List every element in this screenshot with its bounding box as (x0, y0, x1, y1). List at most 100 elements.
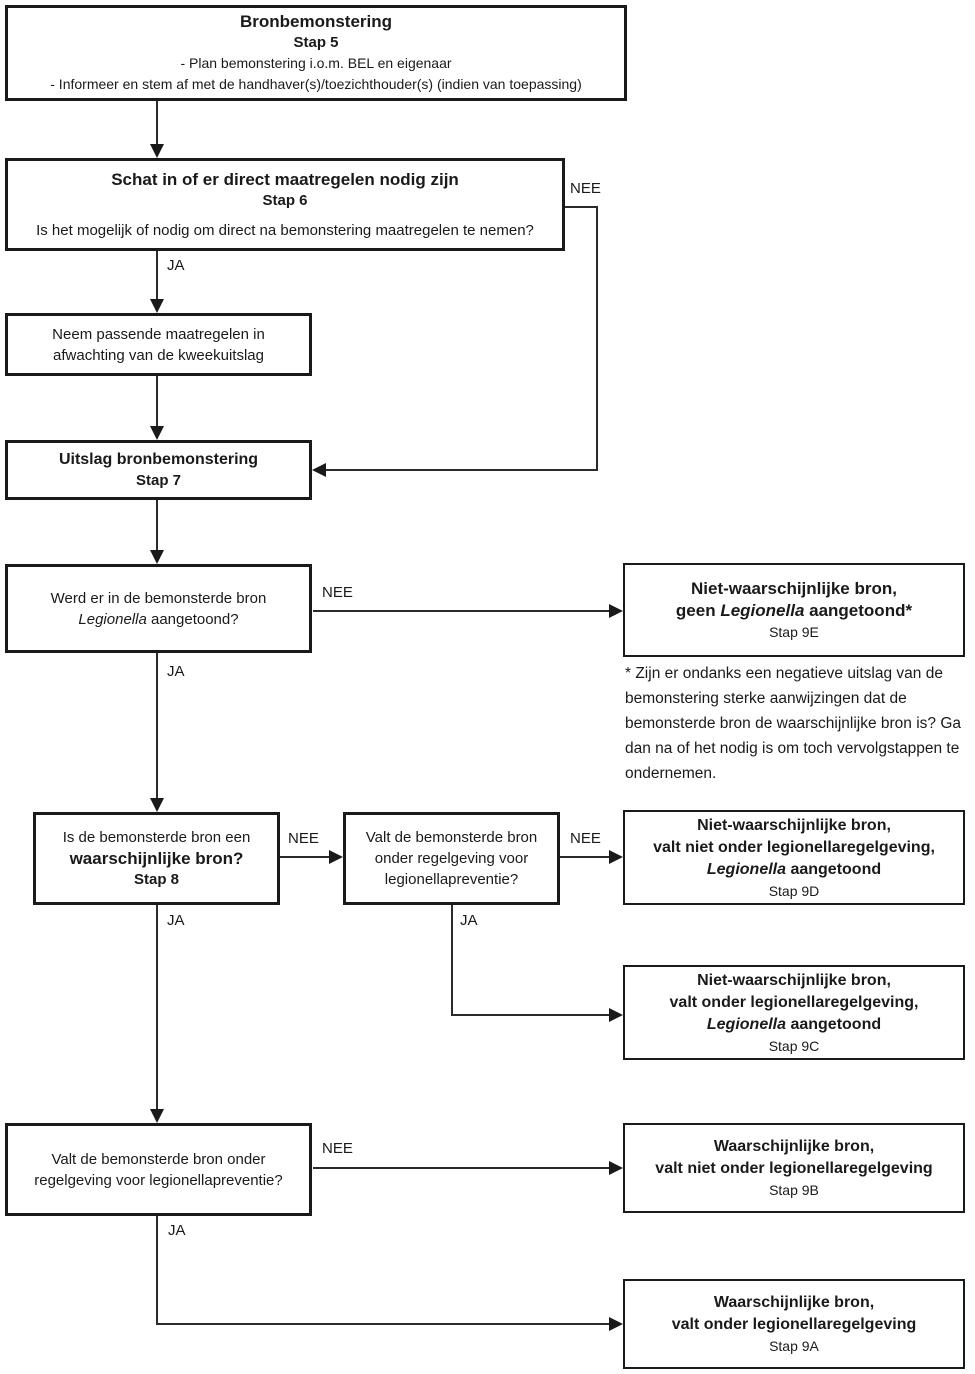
measures-box: Neem passende maatregelen in afwachting … (5, 313, 312, 376)
step9c-step-label: Stap 9C (768, 1037, 820, 1054)
arrowhead-measures-step7 (150, 426, 164, 440)
step9c-box: Niet-waarschijnlijke bron, valt onder le… (623, 965, 965, 1060)
connector-measures-step7 (156, 376, 158, 428)
arrowhead-step7-legionella (150, 550, 164, 564)
connector-bottom-nee-step9b (313, 1167, 610, 1169)
connector-step6-nee-horizontal (326, 469, 598, 471)
step9e-line-1: Niet-waarschijnlijke bron, (691, 579, 897, 598)
step9d-box: Niet-waarschijnlijke bron, valt niet ond… (623, 810, 965, 905)
connector-legionella-step8-ja (156, 653, 158, 800)
step8-line-1: Is de bemonsterde bron een (62, 829, 251, 846)
step6-question: Is het mogelijk of nodig om direct na be… (36, 221, 534, 239)
step5-bullet-2: - Informeer en stem af met de handhaver(… (50, 76, 582, 92)
step5-box: Bronbemonstering Stap 5 - Plan bemonster… (5, 5, 627, 101)
step9c-line-2: valt onder legionellaregelgeving, (669, 993, 919, 1011)
step8-step-label: Stap 8 (133, 871, 179, 888)
ja-label-legionella: JA (167, 663, 185, 680)
step9c-line-1: Niet-waarschijnlijke bron, (697, 971, 891, 989)
nee-label-legionella: NEE (322, 584, 353, 601)
nee-label-step8: NEE (288, 830, 319, 847)
legionella-question-line-1: Werd er in de bemonsterde bron (50, 589, 267, 607)
ja-label-regulation-mid: JA (460, 912, 478, 929)
step8-box: Is de bemonsterde bron een waarschijnlij… (33, 812, 280, 905)
step9b-box: Waarschijnlijke bron, valt niet onder le… (623, 1123, 965, 1213)
arrowhead-step6-measures (150, 299, 164, 313)
connector-step6-nee-stub (565, 206, 598, 208)
connector-step7-legionella (156, 500, 158, 552)
arrowhead-step8 (150, 798, 164, 812)
legionella-rest: aangetoond? (146, 610, 239, 628)
arrowhead-regulation-bottom (150, 1109, 164, 1123)
step9e-legionella-italic: Legionella (720, 601, 805, 620)
regulation-mid-line-2: onder regelgeving voor (374, 850, 529, 867)
connector-step8-ja-vertical (156, 905, 158, 1111)
connector-bottom-ja-vertical (156, 1216, 158, 1325)
step7-box: Uitslag bronbemonstering Stap 7 (5, 440, 312, 500)
regulation-question-mid-box: Valt de bemonsterde bron onder regelgevi… (343, 812, 560, 905)
ja-label-step6: JA (167, 257, 185, 274)
step9d-line-1: Niet-waarschijnlijke bron, (697, 816, 891, 834)
connector-mid-ja-vertical (451, 905, 453, 1016)
step8-line-2: waarschijnlijke bron? (69, 849, 244, 868)
legionella-question-line-2: Legionella aangetoond? (78, 609, 238, 630)
step9e-line-2: geen Legionella aangetoond* (676, 600, 912, 622)
arrowhead-step5-step6 (150, 144, 164, 158)
footnote-negative-result: * Zijn er ondanks een negatieve uitslag … (625, 665, 962, 782)
step9b-step-label: Stap 9B (769, 1182, 819, 1198)
legionella-italic: Legionella (78, 610, 147, 628)
regulation-mid-line-3: legionellapreventie? (384, 871, 519, 888)
connector-mid-nee-step9d (560, 856, 610, 858)
step9b-line-2: valt niet onder legionellaregelgeving (655, 1160, 933, 1177)
step9d-step-label: Stap 9D (768, 882, 820, 899)
connector-mid-ja-horizontal (451, 1014, 610, 1016)
step5-bullet-1: - Plan bemonstering i.o.m. BEL en eigena… (180, 55, 452, 71)
nee-label-regulation-mid: NEE (570, 830, 601, 847)
regulation-question-bottom-box: Valt de bemonsterde bron onder regelgevi… (5, 1123, 312, 1216)
connector-legionella-nee-step9e (313, 610, 610, 612)
step9d-line3-rest: aangetoond (786, 860, 882, 878)
step9e-line2-pre: geen (675, 601, 721, 620)
connector-step6-nee-vertical (596, 206, 598, 471)
step9b-line-1: Waarschijnlijke bron, (713, 1138, 875, 1155)
connector-step5-step6 (156, 101, 158, 146)
step9e-line2-post: aangetoond* (804, 601, 913, 620)
step9e-step-label: Stap 9E (769, 624, 819, 640)
step9c-line-3: Legionella aangetoond (707, 1014, 881, 1036)
measures-line-2: afwachting van de kweekuitslag (53, 346, 264, 364)
legionella-question-box: Werd er in de bemonsterde bron Legionell… (5, 564, 312, 653)
arrowhead-step9a (609, 1317, 623, 1331)
step6-step-label: Stap 6 (262, 191, 308, 209)
step9a-line-2: valt onder legionellaregelgeving (671, 1316, 917, 1333)
arrowhead-step9d (609, 850, 623, 864)
step5-step-label: Stap 5 (293, 34, 339, 51)
ja-label-regulation-bottom: JA (168, 1222, 186, 1239)
arrowhead-step9e (609, 604, 623, 618)
step9a-box: Waarschijnlijke bron, valt onder legione… (623, 1279, 965, 1369)
connector-step8-nee-mid (280, 856, 330, 858)
arrowhead-step9c (609, 1008, 623, 1022)
step5-title: Bronbemonstering (239, 12, 393, 31)
step9c-legionella-italic: Legionella (706, 1015, 786, 1033)
connector-bottom-ja-horizontal (156, 1323, 610, 1325)
step7-step-label: Stap 7 (135, 472, 181, 489)
step9d-line-2: valt niet onder legionellaregelgeving, (653, 838, 935, 856)
regulation-bottom-line-2: regelgeving voor legionellapreventie? (34, 1171, 283, 1189)
arrowhead-nee-step7 (312, 463, 326, 477)
step9d-legionella-italic: Legionella (706, 860, 786, 878)
step6-title: Schat in of er direct maatregelen nodig … (111, 169, 459, 189)
nee-label-step6: NEE (570, 180, 601, 197)
ja-label-step8: JA (167, 912, 185, 929)
step6-box: Schat in of er direct maatregelen nodig … (5, 158, 565, 251)
step9c-line3-rest: aangetoond (786, 1015, 882, 1033)
step9d-line-3: Legionella aangetoond (707, 859, 881, 881)
step9a-line-1: Waarschijnlijke bron, (713, 1294, 875, 1311)
step7-title: Uitslag bronbemonstering (58, 451, 259, 468)
measures-line-1: Neem passende maatregelen in (52, 325, 265, 343)
step9a-step-label: Stap 9A (769, 1338, 819, 1354)
step9e-box: Niet-waarschijnlijke bron, geen Legionel… (623, 563, 965, 657)
nee-label-regulation-bottom: NEE (322, 1140, 353, 1157)
regulation-mid-line-1: Valt de bemonsterde bron (365, 829, 538, 846)
arrowhead-regulation-mid (329, 850, 343, 864)
connector-step6-measures-ja (156, 251, 158, 301)
